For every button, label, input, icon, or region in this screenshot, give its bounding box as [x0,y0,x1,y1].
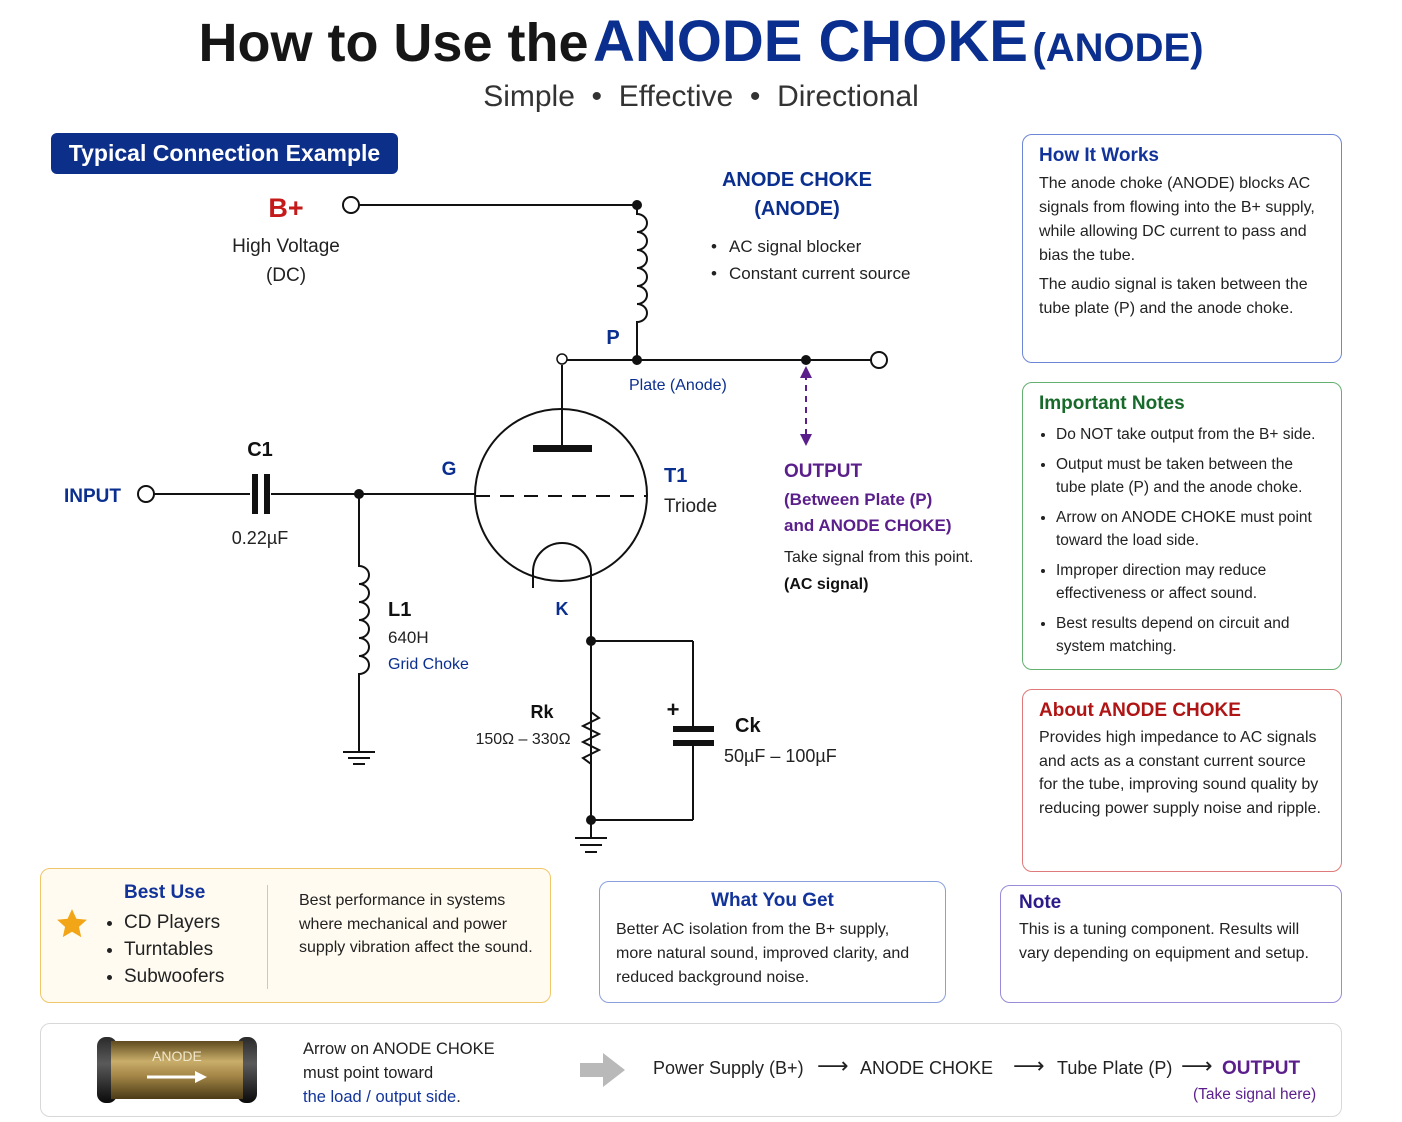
about-title: About ANODE CHOKE [1039,700,1241,721]
plate-pin [556,353,568,365]
input-label: INPUT [64,486,121,507]
grid-choke-coil [358,494,370,750]
how-it-works-p2: The audio signal is taken between the tu… [1039,276,1308,317]
flow-arrow-icon: ⟶ [817,1053,849,1078]
flow-step-1: Power Supply (B+) [653,1058,804,1078]
rk-name: Rk [530,702,554,722]
page-title: How to Use the ANODE CHOKE (ANODE) [0,8,1402,75]
choke-bullet2: Constant current source [729,264,910,283]
ck-plate-bottom [673,740,714,746]
output-terminal [870,351,888,369]
tube-plate-electrode [533,445,592,452]
note-title: Note [1019,892,1062,913]
output-line1: (Between Plate (P) [784,490,932,509]
flow-step-output: OUTPUT [1222,1058,1301,1079]
circuit-wires [153,204,872,853]
ck-plate-top [673,726,714,732]
anode-choke-device: ANODE [97,1037,257,1103]
note-item: Do NOT take output from the B+ side. [1056,423,1325,447]
section-label: Typical Connection Example [51,133,398,174]
title-paren: (ANODE) [1032,26,1204,70]
best-use-item: Turntables [124,936,224,963]
note-item: Improper direction may reduce effectiven… [1056,559,1325,606]
footer-line1: Arrow on ANODE CHOKE [303,1040,495,1058]
big-arrow-right-icon [580,1053,625,1087]
l1-name: L1 [388,599,411,621]
note-item: Best results depend on circuit and syste… [1056,612,1325,659]
ck-polarity: + [667,697,680,722]
best-use-item: Subwoofers [124,963,224,990]
best-use-title: Best Use [124,882,206,903]
flow-arrow-icon: ⟶ [1181,1053,1213,1078]
bplus-label: B+ [268,193,303,223]
svg-text:•: • [711,237,717,256]
input-terminal [137,485,155,503]
subtitle: Simple • Effective • Directional [483,80,919,113]
l1-desc: Grid Choke [388,656,469,673]
arrow-up-icon [800,366,812,378]
best-use-divider [267,885,268,989]
c1-plate-left [252,474,258,514]
bplus-line2: (DC) [266,265,306,286]
tube-type: Triode [664,496,717,517]
note-card: Note This is a tuning component. Results… [1000,885,1342,1003]
footer-instruction: Arrow on ANODE CHOKE must point toward t… [303,1037,495,1109]
plate-pin-label: P [606,327,619,349]
svg-text:•: • [711,264,717,283]
star-icon [57,909,87,938]
important-notes-card: Important Notes Do NOT take output from … [1022,382,1342,670]
flow-arrow-icon: ⟶ [1013,1053,1045,1078]
important-notes-title: Important Notes [1039,393,1185,414]
how-it-works-p1: The anode choke (ANODE) blocks AC signal… [1039,175,1315,264]
flow-step-2: ANODE CHOKE [860,1058,994,1078]
rk-resistor [580,705,602,770]
rk-value: 150Ω – 330Ω [475,731,570,748]
output-note: Take signal from this point. [784,549,973,566]
circuit-diagram: B+ High Voltage (DC) ANODE CHOKE (ANODE)… [64,169,973,853]
l1-value: 640H [388,628,429,647]
device-arrow-icon [195,1071,207,1083]
footer-line3-end: . [456,1088,461,1106]
anode-choke-coil [636,205,648,360]
c1-plate-right [264,474,270,514]
best-use-card: Best Use CD Players Turntables Subwoofer… [40,868,551,1003]
flow-note: (Take signal here) [1193,1086,1317,1103]
choke-title1: ANODE CHOKE [722,169,872,191]
footer-line3: the load / output side [303,1088,457,1106]
cathode-pin-label: K [556,599,569,619]
ck-value: 50µF – 100µF [724,746,837,766]
how-it-works-card: How It Works The anode choke (ANODE) blo… [1022,134,1342,363]
best-use-item: CD Players [124,909,224,936]
output-signal: (AC signal) [784,576,868,593]
output-title: OUTPUT [784,461,863,482]
note-item: Arrow on ANODE CHOKE must point toward t… [1056,506,1325,553]
c1-value: 0.22µF [232,528,288,548]
plate-label: Plate (Anode) [629,377,727,394]
footer-line2: must point toward [303,1064,434,1082]
ck-name: Ck [735,715,761,737]
about-body: Provides high impedance to AC signals an… [1039,729,1321,817]
tube-name: T1 [664,465,687,487]
output-line2: and ANODE CHOKE) [784,516,952,535]
about-card: About ANODE CHOKE Provides high impedanc… [1022,689,1342,872]
footer-bar: ANODE Arrow on ANODE CHOKE must point to… [40,1023,1342,1117]
what-you-get-title: What You Get [711,890,834,911]
grid-pin-label: G [442,459,457,480]
what-you-get-body: Better AC isolation from the B+ supply, … [616,921,910,986]
best-use-desc: Best performance in systems where mechan… [299,892,533,956]
choke-bullet1: AC signal blocker [729,237,862,256]
bplus-terminal [342,196,360,214]
note-body: This is a tuning component. Results will… [1019,921,1309,962]
bplus-line1: High Voltage [232,236,340,257]
c1-name: C1 [247,439,273,461]
how-it-works-title: How It Works [1039,145,1159,166]
choke-title2: (ANODE) [754,198,840,220]
what-you-get-card: What You Get Better AC isolation from th… [599,881,946,1003]
arrow-down-icon [800,434,812,446]
title-lead: How to Use the [198,13,589,73]
title-highlight: ANODE CHOKE [592,9,1028,74]
note-item: Output must be taken between the tube pl… [1056,453,1325,500]
flow-step-3: Tube Plate (P) [1057,1058,1173,1078]
device-label: ANODE [152,1048,202,1064]
